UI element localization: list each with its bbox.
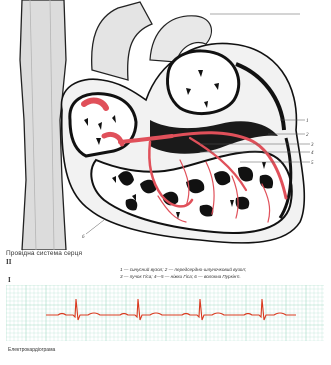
legend-line-2: 3 — пучок Гіса; 4—5 — ніжки Гіса; 6 — во… [120, 274, 325, 281]
callout-2: 2 [306, 133, 309, 138]
figure-title: Провідна система серця [6, 250, 82, 257]
callout-6: 6 [82, 235, 85, 240]
callout-5: 5 [311, 161, 314, 166]
aorta [92, 2, 152, 80]
label-ii: II [6, 258, 11, 266]
label-i: I [8, 276, 11, 284]
callout-3: 3 [311, 143, 314, 148]
callout-1: 1 [306, 119, 309, 124]
left-atrium [168, 51, 239, 114]
ecg-strip [6, 285, 324, 341]
figure-legend: 1 — синусний вузол; 2 — передсердно-шлун… [120, 267, 325, 280]
callout-4: 4 [311, 151, 314, 156]
vena-cava [20, 0, 66, 250]
ecg-caption: Електрокардіограма [8, 347, 55, 353]
heart-diagram: 1 2 3 4 5 6 [0, 0, 331, 250]
